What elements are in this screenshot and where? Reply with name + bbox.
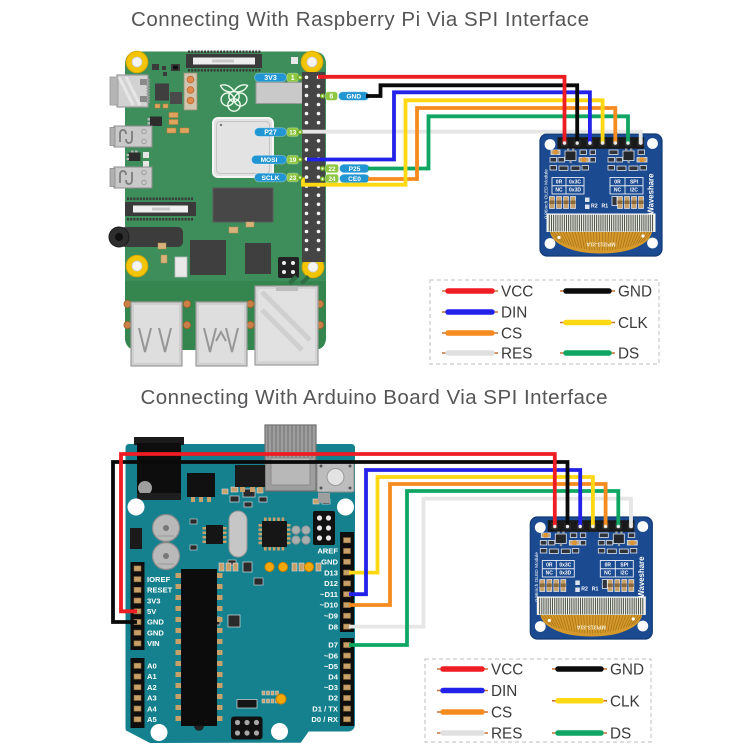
svg-text:Connecting With Arduino Board: Connecting With Arduino Board Via SPI In… <box>141 386 608 409</box>
svg-text:CLK: CLK <box>618 315 649 332</box>
svg-text:SPI: SPI <box>620 562 629 568</box>
svg-text:GND: GND <box>346 93 361 100</box>
svg-text:I2C: I2C <box>630 188 638 194</box>
svg-text:NC: NC <box>604 571 612 577</box>
svg-text:A2: A2 <box>147 683 157 692</box>
svg-text:5V: 5V <box>147 607 157 616</box>
svg-text:R1: R1 <box>602 204 609 210</box>
svg-text:3V3: 3V3 <box>264 75 277 82</box>
svg-text:VIN: VIN <box>147 639 160 648</box>
svg-text:D1 / TX: D1 / TX <box>312 704 338 713</box>
svg-text:CS: CS <box>491 705 512 722</box>
svg-text:A3: A3 <box>147 694 157 703</box>
svg-text:~D10: ~D10 <box>320 601 338 610</box>
svg-text:0R: 0R <box>556 179 563 185</box>
svg-text:A1: A1 <box>147 672 157 681</box>
svg-text:~D5: ~D5 <box>324 662 339 671</box>
svg-text:0x3C: 0x3C <box>559 562 571 568</box>
svg-text:NC: NC <box>614 188 622 194</box>
svg-text:3V3: 3V3 <box>147 596 161 605</box>
svg-text:6: 6 <box>330 94 334 101</box>
svg-text:GND: GND <box>147 618 164 627</box>
svg-text:A4: A4 <box>147 704 157 713</box>
svg-text:MOSI: MOSI <box>261 157 278 164</box>
svg-text:NC: NC <box>555 188 563 194</box>
svg-text:VCC: VCC <box>491 662 523 679</box>
svg-text:R2: R2 <box>591 204 598 210</box>
svg-text:D4: D4 <box>328 673 338 682</box>
svg-text:0x3C: 0x3C <box>569 179 581 185</box>
svg-text:Waveshare: Waveshare <box>647 173 656 215</box>
svg-text:P27: P27 <box>264 130 277 137</box>
svg-text:GND: GND <box>618 284 652 301</box>
svg-text:I2C: I2C <box>620 571 628 577</box>
svg-text:0x3D: 0x3D <box>569 188 581 194</box>
svg-text:0R: 0R <box>605 562 612 568</box>
svg-text:RESET: RESET <box>147 586 173 595</box>
svg-text:VCC: VCC <box>501 284 533 301</box>
svg-text:SPI: SPI <box>630 179 639 185</box>
svg-text:MPI313-31A: MPI313-31A <box>586 241 615 247</box>
svg-text:D8: D8 <box>328 622 338 631</box>
svg-text:1: 1 <box>291 75 295 82</box>
svg-text:DIN: DIN <box>491 683 517 700</box>
svg-text:~D6: ~D6 <box>324 651 338 660</box>
svg-text:Waveshare: Waveshare <box>637 556 646 598</box>
svg-text:0.96inch OLED Module: 0.96inch OLED Module <box>544 169 550 219</box>
svg-text:24: 24 <box>328 176 336 183</box>
svg-text:NC: NC <box>546 571 554 577</box>
svg-text:D2: D2 <box>328 694 338 703</box>
svg-text:0x3D: 0x3D <box>559 571 571 577</box>
svg-text:CE0: CE0 <box>348 176 361 183</box>
svg-text:0R: 0R <box>614 179 621 185</box>
svg-text:SCLK: SCLK <box>262 175 280 182</box>
svg-text:D12: D12 <box>324 579 338 588</box>
svg-text:R1: R1 <box>592 587 599 593</box>
svg-text:22: 22 <box>328 166 336 173</box>
svg-text:~D9: ~D9 <box>324 612 338 621</box>
svg-text:GND: GND <box>147 628 164 637</box>
svg-text:RES: RES <box>501 346 532 363</box>
svg-text:~D3: ~D3 <box>324 683 338 692</box>
svg-text:19: 19 <box>289 157 297 164</box>
svg-text:CS: CS <box>501 326 522 343</box>
svg-text:D0 / RX: D0 / RX <box>311 715 338 724</box>
svg-text:AREF: AREF <box>317 547 338 556</box>
svg-text:GND: GND <box>321 558 338 567</box>
svg-text:~D11: ~D11 <box>320 590 339 599</box>
svg-text:DS: DS <box>618 346 639 363</box>
svg-text:D13: D13 <box>324 568 338 577</box>
svg-text:13: 13 <box>289 129 297 136</box>
svg-text:D7: D7 <box>328 641 338 650</box>
svg-text:Connecting With Raspberry Pi V: Connecting With Raspberry Pi Via SPI Int… <box>131 8 589 31</box>
svg-text:0R: 0R <box>546 562 553 568</box>
svg-text:DS: DS <box>610 726 631 743</box>
svg-text:P25: P25 <box>349 166 361 173</box>
svg-text:R2: R2 <box>581 587 588 593</box>
svg-text:GND: GND <box>610 662 644 679</box>
svg-text:0.96inch OLED Module: 0.96inch OLED Module <box>534 552 540 602</box>
svg-text:CLK: CLK <box>610 693 641 710</box>
svg-text:A5: A5 <box>147 715 157 724</box>
svg-text:A0: A0 <box>147 662 157 671</box>
svg-text:23: 23 <box>289 175 297 182</box>
svg-text:IOREF: IOREF <box>147 575 171 584</box>
svg-text:RES: RES <box>491 726 522 743</box>
svg-text:DIN: DIN <box>501 305 527 322</box>
svg-text:MPI313-31A: MPI313-31A <box>576 624 605 630</box>
